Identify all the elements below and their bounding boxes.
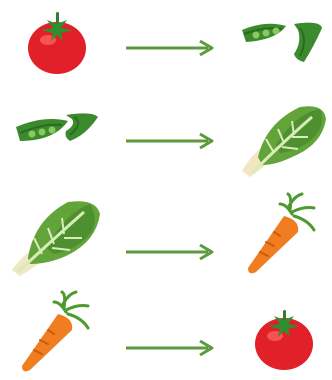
sequence-row-3 xyxy=(0,192,332,282)
sequence-row-1 xyxy=(0,0,332,90)
pea-pod-icon xyxy=(236,0,326,90)
arrow-right-icon xyxy=(124,131,216,151)
sequence-row-2 xyxy=(0,93,332,183)
tomato-icon xyxy=(236,288,326,378)
arrow-right-icon xyxy=(124,242,216,262)
arrow-right-icon xyxy=(124,38,216,58)
arrow-right-icon xyxy=(124,338,216,358)
pea-pod-icon xyxy=(12,93,102,183)
tomato-icon xyxy=(12,0,102,90)
carrot-icon xyxy=(12,288,102,378)
sequence-row-4 xyxy=(0,288,332,378)
lettuce-icon xyxy=(12,192,102,282)
carrot-icon xyxy=(236,192,326,282)
lettuce-icon xyxy=(236,93,326,183)
